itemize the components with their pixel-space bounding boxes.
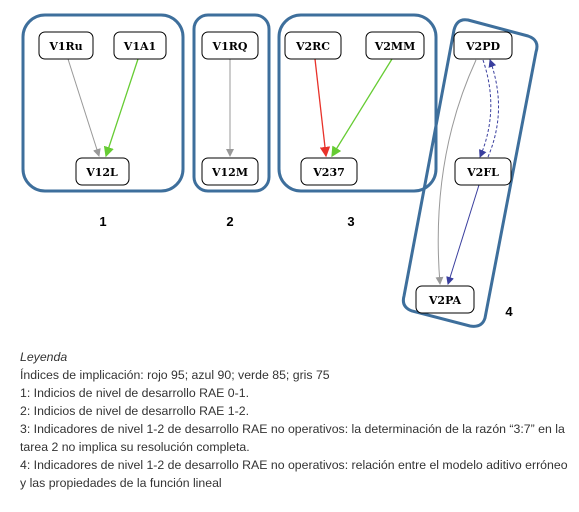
edge-v2pd-v2fl [479, 59, 492, 158]
legend-line: 1: Indicios de nivel de desarrollo RAE 0… [20, 386, 249, 400]
node-v237: V237 [300, 157, 358, 186]
node-label: V1A1 [123, 40, 156, 53]
legend-line: 3: Indicadores de nivel 1-2 de desarroll… [20, 422, 565, 454]
node-v2rc: V2RC [284, 31, 342, 60]
node-label: V237 [312, 166, 345, 179]
node-label: V2PD [465, 40, 500, 53]
legend: Leyenda Índices de implicación: rojo 95;… [20, 348, 572, 492]
node-v12l: V12L [75, 157, 130, 186]
legend-title: Leyenda [20, 350, 68, 364]
edge-v1a1-v12l [103, 58, 139, 158]
node-v2fl: V2FL [454, 157, 512, 186]
group-label-2: 2 [226, 214, 233, 229]
group-label-4: 4 [505, 304, 513, 319]
node-label: V1RQ [212, 40, 248, 53]
edge-v2mm-v237 [331, 58, 393, 158]
legend-line: Índices de implicación: rojo 95; azul 90… [20, 368, 330, 382]
legend-line: 4: Indicadores de nivel 1-2 de desarroll… [20, 458, 568, 490]
edge-v2fl-v2pa [446, 184, 480, 285]
node-label: V2RC [295, 40, 330, 53]
node-label: V12L [85, 166, 118, 179]
group-frame-3 [277, 13, 438, 193]
node-label: V1Ru [48, 40, 82, 53]
group-label-3: 3 [347, 214, 354, 229]
legend-line: 2: Indicios de nivel de desarrollo RAE 1… [20, 404, 249, 418]
implication-diagram: V1Ru V1A1 V12L V1RQ V12M V2RC V2MM V237 … [21, 13, 539, 328]
node-v12m: V12M [201, 157, 259, 186]
edge-v1ru-v12l [67, 58, 101, 157]
edge-v2rc-v237 [314, 58, 331, 158]
group-frame-1 [21, 13, 185, 193]
group-frame-2 [192, 13, 271, 193]
node-v2mm: V2MM [365, 31, 425, 60]
node-label: V2PA [428, 294, 462, 307]
group-label-1: 1 [99, 214, 106, 229]
node-v1rq: V1RQ [201, 31, 259, 60]
node-v1ru: V1Ru [38, 31, 94, 60]
node-label: V2MM [374, 40, 416, 53]
node-v1a1: V1A1 [113, 31, 167, 60]
node-label: V2FL [466, 166, 499, 179]
node-label: V12M [211, 166, 248, 179]
edge-v2pd-v2pa [435, 59, 477, 285]
edge-v2fl-v2pd [487, 59, 500, 158]
node-v2pd: V2PD [453, 31, 513, 60]
node-v2pa: V2PA [415, 285, 475, 314]
group-frame-4 [401, 18, 539, 328]
